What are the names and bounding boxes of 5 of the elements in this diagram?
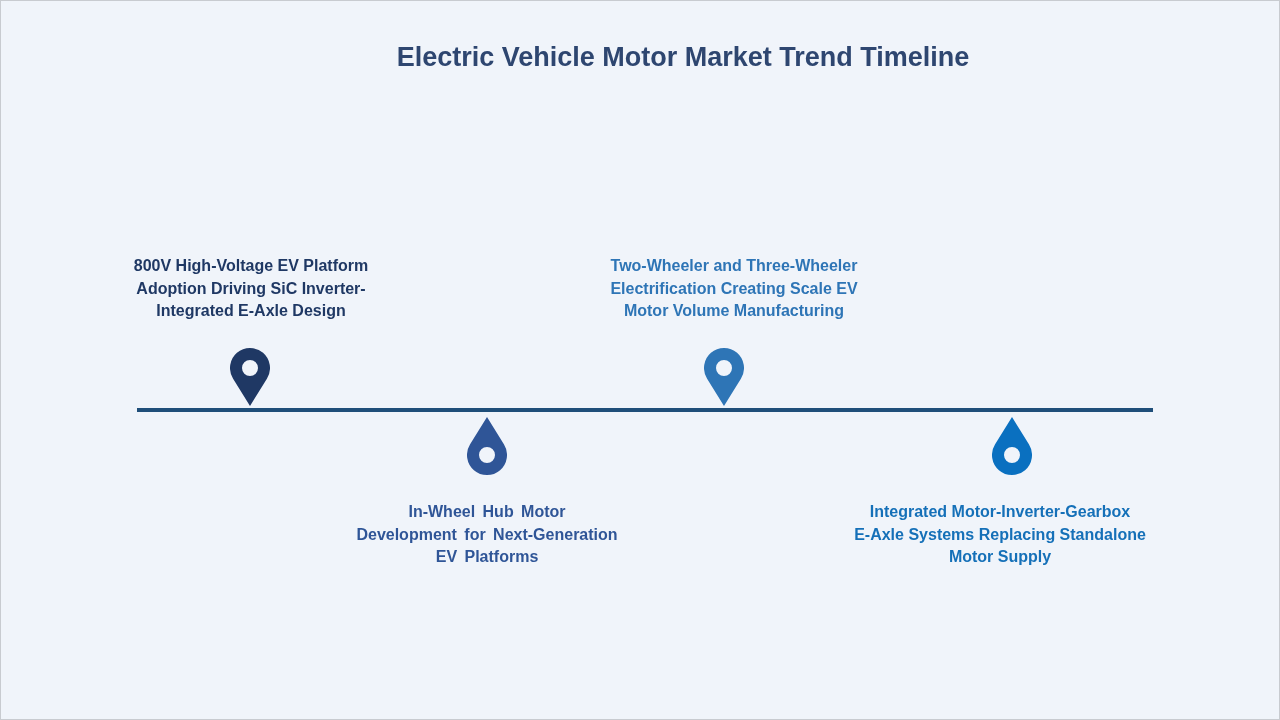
milestone-label: Integrated Motor-Inverter-Gearbox E-Axle Systems Replacing Standalone Motor Supply — [853, 502, 1147, 567]
chart-title: Electric Vehicle Motor Market Trend Timeline — [396, 42, 970, 73]
milestone-label: 800V High-Voltage EV Platform Adoption Driving SiC Inverter-Integrated E-Axle Design — [132, 256, 370, 321]
milestone-label: Two-Wheeler and Three-Wheeler Electrification Creating Scale EV Motor Volume Manufacturing — [609, 256, 859, 321]
milestone-label: In-Wheel Hub Motor Development for Next-Generation EV Platforms — [355, 502, 619, 567]
